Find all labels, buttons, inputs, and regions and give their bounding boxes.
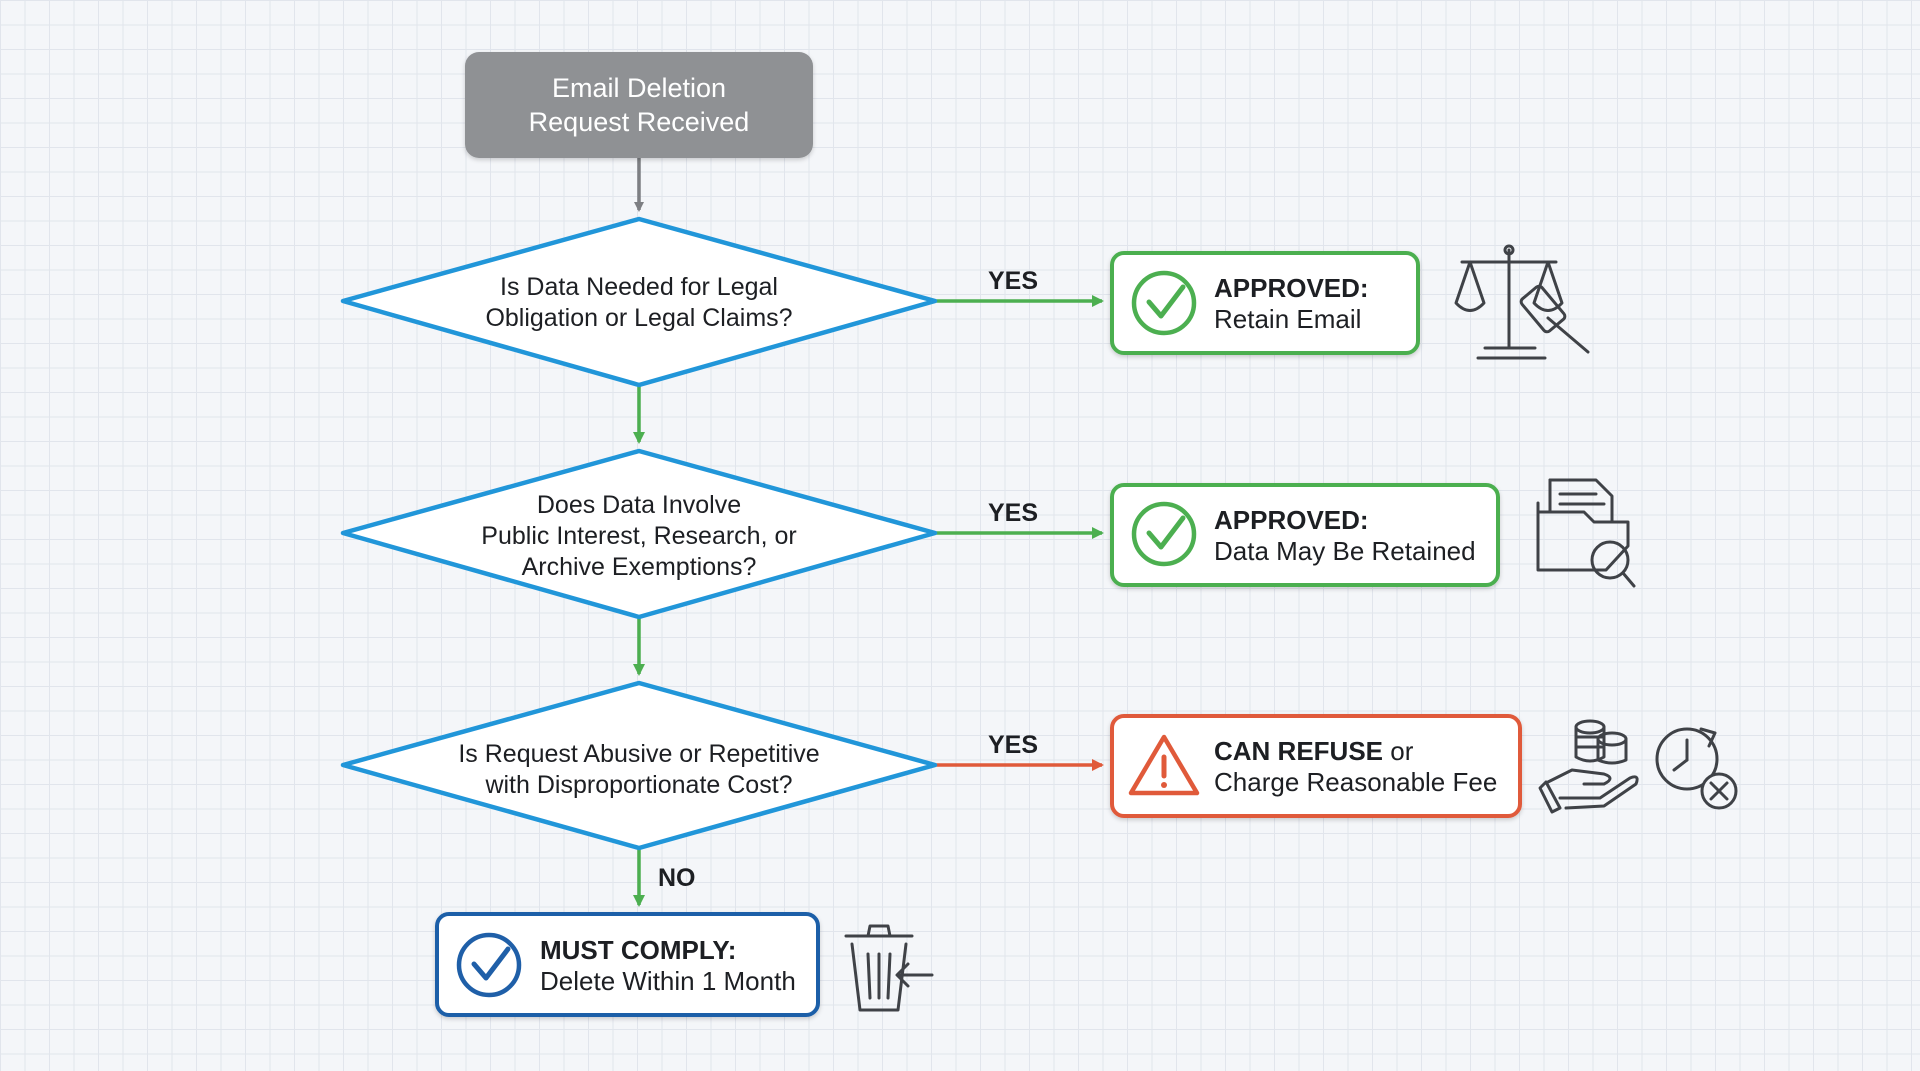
coins-hand-clock-icon xyxy=(1538,719,1738,814)
outcome-1-subtitle: Retain Email xyxy=(1214,304,1361,334)
final-subtitle: Delete Within 1 Month xyxy=(540,966,796,996)
outcome-3-title: CAN REFUSE or xyxy=(1214,736,1414,766)
warning-triangle-icon xyxy=(1128,734,1200,796)
check-circle-icon xyxy=(456,932,522,998)
outcome-approved-data-retained: APPROVED: Data May Be Retained xyxy=(1110,483,1500,587)
decision-2: Does Data Involve Public Interest, Resea… xyxy=(340,448,938,620)
outcome-1-title: APPROVED: xyxy=(1214,273,1369,303)
decision-3: Is Request Abusive or Repetitive with Di… xyxy=(340,680,938,851)
scales-gavel-icon xyxy=(1454,244,1590,360)
connectors xyxy=(633,158,1104,907)
outcome-2-title: APPROVED: xyxy=(1214,505,1369,535)
start-node-line-1: Email Deletion xyxy=(552,73,726,103)
decision-3-line-1: Is Request Abusive or Repetitive xyxy=(458,740,819,768)
yes-label-1: YES xyxy=(988,267,1038,295)
yes-label-2: YES xyxy=(988,499,1038,527)
no-label: NO xyxy=(658,864,696,892)
decision-3-line-2: with Disproportionate Cost? xyxy=(484,771,792,799)
start-node: Email Deletion Request Received xyxy=(465,52,813,158)
decision-1-line-1: Is Data Needed for Legal xyxy=(500,273,778,301)
outcome-approved-retain: APPROVED: Retain Email xyxy=(1110,251,1420,355)
yes-label-3: YES xyxy=(988,731,1038,759)
check-circle-icon xyxy=(1131,501,1197,567)
decision-1: Is Data Needed for Legal Obligation or L… xyxy=(340,216,938,388)
outcome-3-subtitle: Charge Reasonable Fee xyxy=(1214,767,1497,797)
outcome-can-refuse: CAN REFUSE or Charge Reasonable Fee xyxy=(1110,714,1522,818)
decision-2-line-3: Archive Exemptions? xyxy=(522,553,757,581)
decision-1-line-2: Obligation or Legal Claims? xyxy=(485,304,792,332)
final-title: MUST COMPLY: xyxy=(540,935,736,965)
decision-2-line-2: Public Interest, Research, or xyxy=(481,522,796,550)
start-node-line-2: Request Received xyxy=(529,107,750,137)
decision-2-line-1: Does Data Involve xyxy=(537,491,741,519)
document-search-icon xyxy=(1536,478,1636,588)
final-must-comply: MUST COMPLY: Delete Within 1 Month xyxy=(435,912,820,1017)
outcome-2-subtitle: Data May Be Retained xyxy=(1214,536,1476,566)
trash-bin-icon xyxy=(844,924,934,1012)
check-circle-icon xyxy=(1131,270,1197,336)
